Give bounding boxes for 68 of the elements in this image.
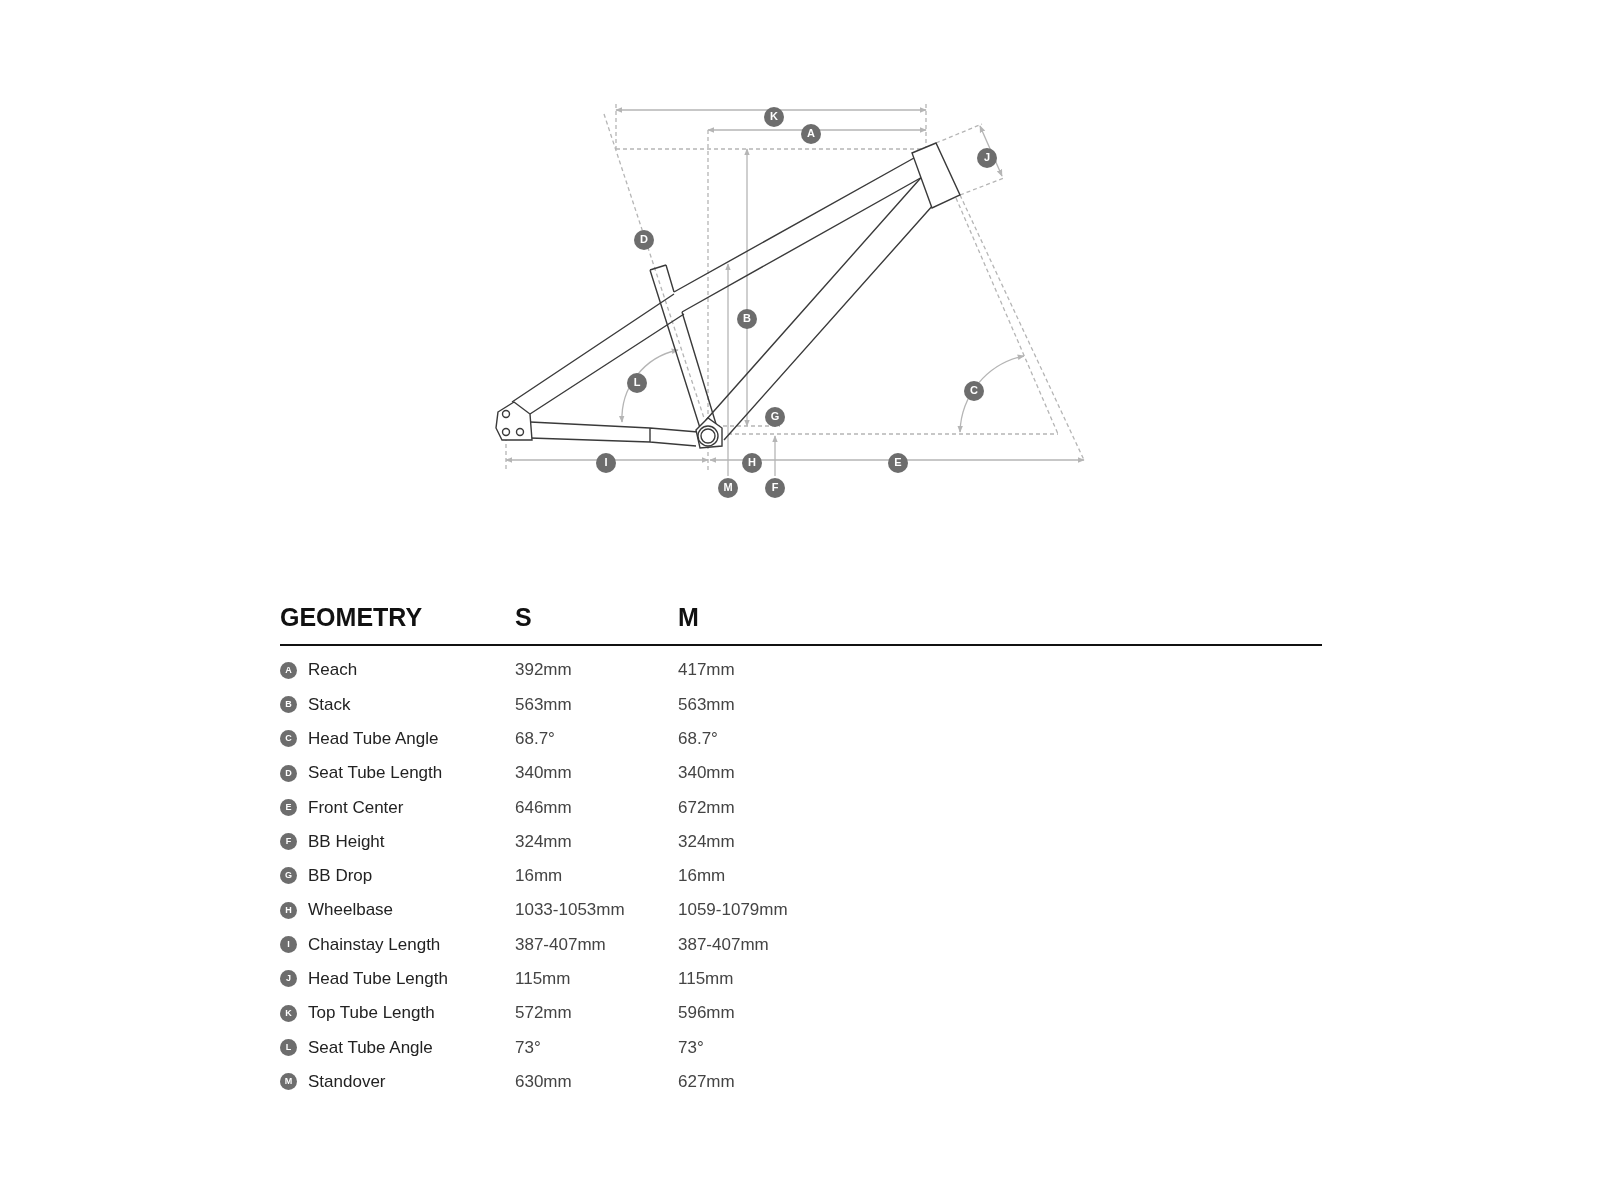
parameter-name: Head Tube Angle bbox=[308, 728, 440, 750]
callout-letter: B bbox=[737, 308, 757, 329]
parameter-name: Stack bbox=[308, 693, 352, 716]
size-value: 73° bbox=[678, 1036, 705, 1059]
callout-letter: F bbox=[280, 833, 297, 851]
parameter-name: Wheelbase bbox=[308, 899, 395, 922]
callout-letter: H bbox=[280, 901, 297, 919]
column-header: GEOMETRY bbox=[280, 601, 424, 633]
size-value: 387-407mm bbox=[515, 933, 607, 956]
size-value: 563mm bbox=[515, 693, 573, 716]
size-value: 16mm bbox=[678, 865, 727, 888]
callout-letter: I bbox=[596, 452, 616, 473]
callout-letter: H bbox=[742, 452, 762, 473]
callout-letter: D bbox=[634, 229, 654, 250]
callout-letter: C bbox=[280, 730, 297, 748]
size-value: 627mm bbox=[678, 1070, 736, 1093]
parameter-name: Front Center bbox=[308, 796, 405, 819]
callout-letter: J bbox=[977, 147, 997, 168]
parameter-name: Top Tube Length bbox=[308, 1002, 436, 1025]
size-value: 563mm bbox=[678, 693, 736, 716]
column-header: M bbox=[678, 601, 700, 633]
size-value: 324mm bbox=[678, 830, 736, 853]
callout-letter: K bbox=[764, 106, 784, 127]
size-value: 630mm bbox=[515, 1070, 573, 1093]
callout-letter: B bbox=[280, 695, 297, 713]
size-value: 340mm bbox=[515, 762, 573, 785]
size-value: 1059-1079mm bbox=[678, 899, 789, 922]
size-value: 115mm bbox=[515, 968, 572, 991]
size-value: 73° bbox=[515, 1036, 542, 1059]
callout-letter: L bbox=[280, 1038, 297, 1056]
parameter-name: Seat Tube Angle bbox=[308, 1036, 434, 1059]
size-value: 392mm bbox=[515, 659, 573, 682]
callout-letter: L bbox=[627, 372, 647, 393]
callout-letter: A bbox=[801, 123, 821, 144]
callout-letter: M bbox=[718, 477, 738, 498]
size-value: 646mm bbox=[515, 796, 573, 819]
parameter-name: Chainstay Length bbox=[308, 933, 442, 956]
callout-letter: G bbox=[280, 867, 297, 885]
callout-letter: A bbox=[280, 661, 297, 679]
callout-letter: I bbox=[280, 936, 297, 953]
size-value: 1033-1053mm bbox=[515, 899, 626, 922]
size-value: 324mm bbox=[515, 830, 573, 853]
parameter-name: Head Tube Length bbox=[308, 968, 449, 991]
column-header: S bbox=[515, 601, 533, 633]
callout-letter: K bbox=[280, 1004, 297, 1022]
callout-letter: M bbox=[280, 1073, 297, 1091]
parameter-name: Reach bbox=[308, 659, 359, 682]
parameter-name: BB Drop bbox=[308, 865, 374, 888]
size-value: 672mm bbox=[678, 796, 736, 819]
size-value: 115mm bbox=[678, 968, 735, 991]
size-value: 68.7° bbox=[678, 728, 719, 750]
callout-letter: E bbox=[888, 452, 908, 473]
callout-letter: J bbox=[280, 970, 297, 988]
size-value: 572mm bbox=[515, 1002, 573, 1025]
parameter-name: Standover bbox=[308, 1070, 387, 1093]
size-value: 417mm bbox=[678, 659, 736, 682]
parameter-name: BB Height bbox=[308, 830, 386, 853]
size-value: 68.7° bbox=[515, 728, 556, 750]
size-value: 340mm bbox=[678, 762, 736, 785]
callout-letter: G bbox=[765, 406, 785, 427]
callout-letter: F bbox=[765, 477, 785, 498]
callout-letter: D bbox=[280, 764, 297, 782]
callout-letter: E bbox=[280, 798, 297, 816]
size-value: 596mm bbox=[678, 1002, 736, 1025]
size-value: 387-407mm bbox=[678, 933, 770, 956]
size-value: 16mm bbox=[515, 865, 564, 888]
callout-letter: C bbox=[964, 380, 984, 401]
parameter-name: Seat Tube Length bbox=[308, 762, 444, 785]
